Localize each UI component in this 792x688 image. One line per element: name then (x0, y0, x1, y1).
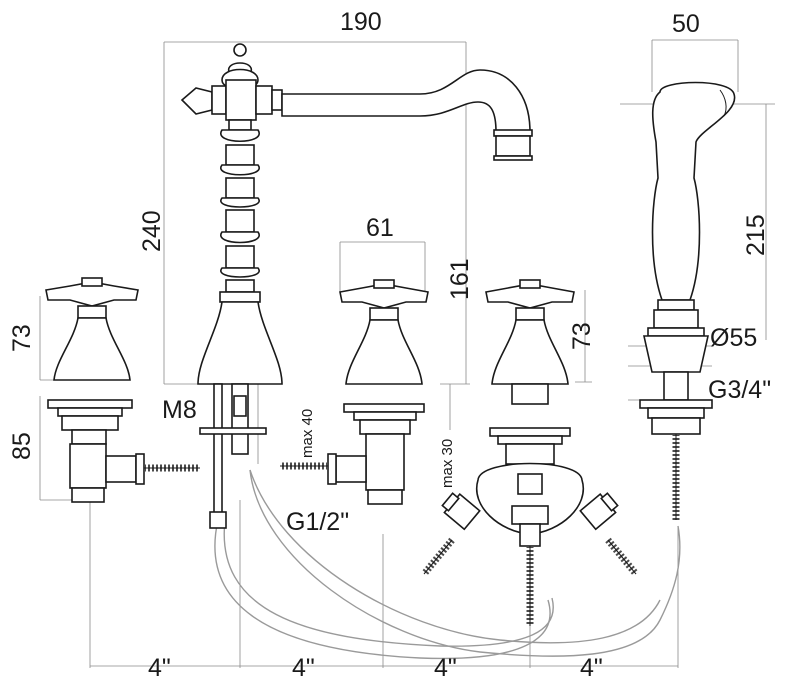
max-deck-diverter-label: max 30 (439, 439, 456, 488)
handle-height-right-label: 73 (568, 322, 596, 350)
spout (180, 43, 533, 529)
spout-height-label: 240 (138, 210, 166, 252)
spout-reach-label: 190 (340, 8, 382, 36)
max-deck-spout-label: max 40 (299, 409, 316, 458)
rod-thread-label: M8 (162, 396, 197, 424)
spacing-label-2: 4" (292, 654, 315, 682)
dimension-labels: 190 240 61 161 73 85 73 50 215 Ø55 G3/4"… (8, 8, 771, 682)
hand-shower (639, 81, 736, 520)
holder-diameter-label: Ø55 (710, 324, 757, 352)
spout-outlet-height-label: 161 (446, 258, 474, 300)
spacing-label-1: 4" (148, 654, 171, 682)
hand-shower-length-label: 215 (742, 214, 770, 256)
left-cross-handle-valve (45, 277, 200, 503)
spacing-label-4: 4" (580, 654, 603, 682)
middle-cross-handle-valve (280, 279, 429, 505)
hand-shower-thread-label: G3/4" (708, 376, 771, 404)
right-diverter-valve (421, 279, 639, 626)
valve-body-height-label: 85 (8, 432, 36, 460)
valve-thread-label: G1/2" (286, 508, 349, 536)
handle-height-left-label: 73 (8, 324, 36, 352)
spacing-label-3: 4" (434, 654, 457, 682)
flexible-hoses (214, 469, 681, 660)
handle-width-label: 61 (366, 214, 394, 242)
hand-shower-width-label: 50 (672, 10, 700, 38)
